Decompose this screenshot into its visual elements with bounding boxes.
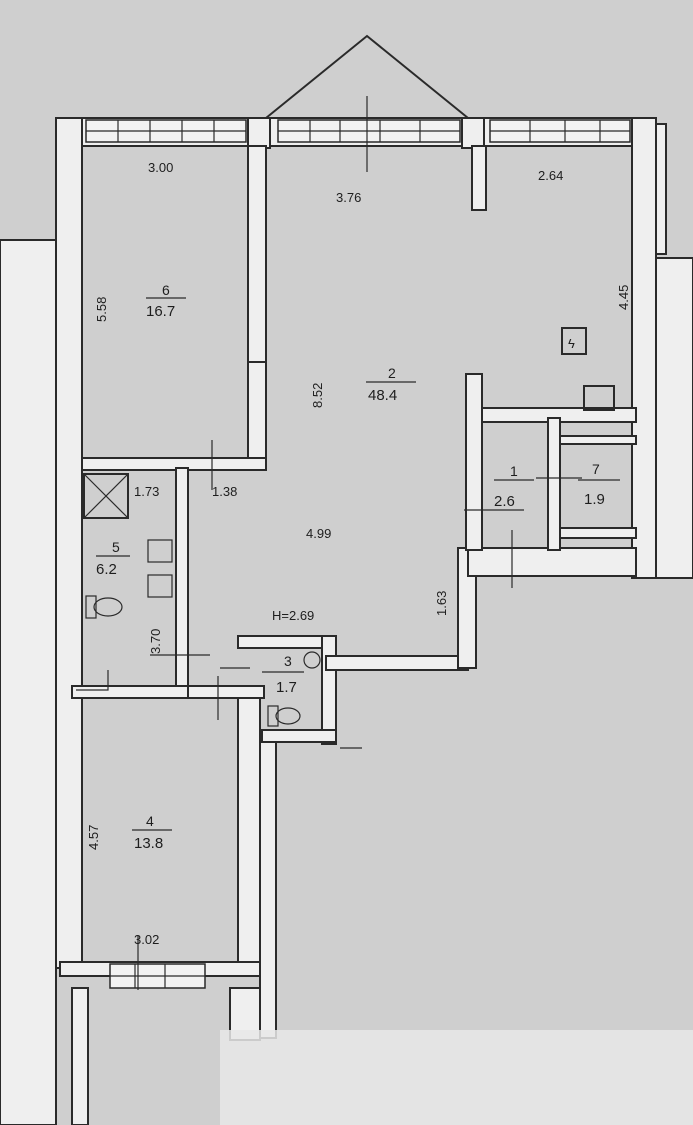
balcony-outline: [265, 34, 469, 119]
room3-top-wall: [237, 635, 331, 649]
room5-right-wall: [175, 467, 189, 697]
room7-bottom-wall: [559, 527, 637, 539]
basin-1: [147, 539, 173, 563]
dim-room4-width: 3.02: [134, 932, 159, 947]
room1-area: 2.6: [494, 493, 515, 510]
room3-right-wall: [321, 635, 337, 745]
door-swing-room5: [76, 670, 109, 691]
ceiling-height-label: H=2.69: [272, 608, 314, 623]
dim-room6-width: 3.00: [148, 160, 173, 175]
toilet-room3: [267, 705, 301, 727]
pillar-right: [461, 117, 485, 149]
dim-room5-gap: 1.38: [212, 484, 237, 499]
dim-room2-small: 1.63: [434, 591, 449, 616]
room5-bottom-wall: [71, 685, 189, 699]
room4-number: 4: [146, 813, 154, 829]
top-windows: [85, 119, 631, 143]
dimension-ticks: [137, 96, 582, 990]
left-outer-wall: [0, 239, 57, 1125]
room6-area: 16.7: [146, 303, 175, 320]
right-wall: [631, 117, 657, 579]
room4-area: 13.8: [134, 835, 163, 852]
room6-number: 6: [162, 282, 170, 298]
wall-stub-top: [471, 145, 487, 211]
left-wall: [55, 117, 83, 969]
corridor-left-wall: [259, 737, 277, 1039]
room3-area: 1.7: [276, 679, 297, 696]
toilet-room5: [85, 595, 123, 619]
step-wall-horizontal: [325, 655, 469, 671]
room6-right-wall: [247, 145, 267, 365]
dim-room2-right-top: 2.64: [538, 168, 563, 183]
wc-basin: [303, 651, 321, 669]
room4-right-wall: [237, 695, 261, 969]
room1-number: 1: [510, 463, 518, 479]
room5-area: 6.2: [96, 561, 117, 578]
bottom-smudge: [220, 1030, 693, 1125]
basin-2: [147, 574, 173, 598]
pillar-left: [247, 117, 271, 149]
room3-bottom-wall: [261, 729, 337, 743]
dim-room2-height: 8.52: [310, 383, 325, 408]
corridor-top-wall: [467, 547, 637, 577]
shower-tray: [83, 473, 129, 519]
dim-room2-bottom: 4.99: [306, 526, 331, 541]
electric-panel-box: [561, 327, 587, 355]
dim-room4-height: 4.57: [86, 825, 101, 850]
room6-right-wall-lower: [247, 361, 267, 471]
dim-room2-right: 4.45: [616, 285, 631, 310]
room3-number: 3: [284, 653, 292, 669]
right-neighbor-wall: [651, 257, 693, 579]
dim-room6-height: 5.58: [94, 297, 109, 322]
dim-room2-top: 3.76: [336, 190, 361, 205]
room2-area: 48.4: [368, 387, 397, 404]
room5-number: 5: [112, 539, 120, 555]
room1-right-wall: [547, 417, 561, 551]
room6-bottom-wall: [81, 457, 267, 471]
lower-left-wall: [71, 987, 89, 1125]
dim-room5-width: 1.73: [134, 484, 159, 499]
dim-room5-height: 3.70: [148, 629, 163, 654]
room7-number: 7: [592, 461, 600, 477]
sink-fixture: [583, 385, 615, 411]
room3-left-bottom: [187, 685, 265, 699]
electric-panel-icon: ϟ: [568, 336, 575, 351]
room1-left-wall: [465, 373, 483, 551]
room7-area: 1.9: [584, 491, 605, 508]
room7-top-wall: [559, 435, 637, 445]
room2-number: 2: [388, 365, 396, 381]
